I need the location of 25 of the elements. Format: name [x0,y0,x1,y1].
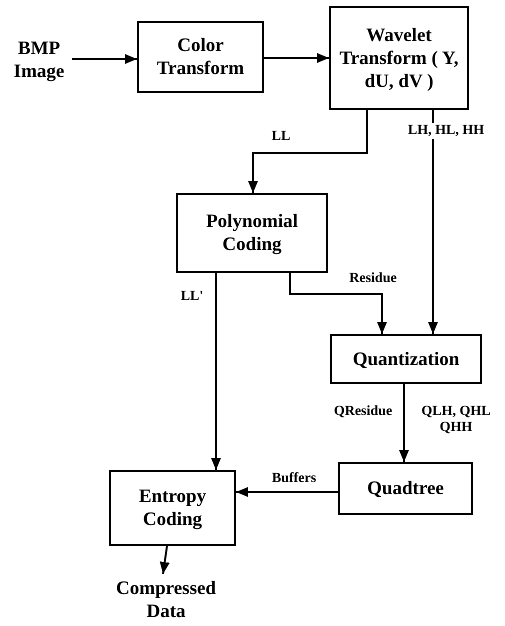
terminal-label: Compressed Data [115,577,217,623]
node-label: Polynomial Coding [205,210,299,256]
edge-label: LH, HL, HH [406,123,486,139]
arrow [428,110,438,334]
node-label: Entropy Coding [138,485,208,531]
process-box [338,462,473,515]
signal-label: QResidue [332,404,394,420]
arrow [399,384,409,462]
arrow [236,487,338,497]
process-box [176,193,328,273]
node-label: Color Transform [156,34,246,80]
node-label: Wavelet Transform ( Y, dU, dV ) [338,24,460,92]
node-label: Quadtree [367,477,444,500]
arrow [160,546,170,574]
process-box [329,6,469,110]
arrow [211,273,221,470]
process-box [109,470,236,546]
process-box [330,334,482,384]
node-label: Quantization [352,348,460,370]
arrow [72,54,137,64]
process-box [137,21,264,93]
arrow [248,110,368,193]
arrow [289,273,387,334]
terminal-label: BMP Image [12,37,66,83]
arrow [264,53,329,63]
